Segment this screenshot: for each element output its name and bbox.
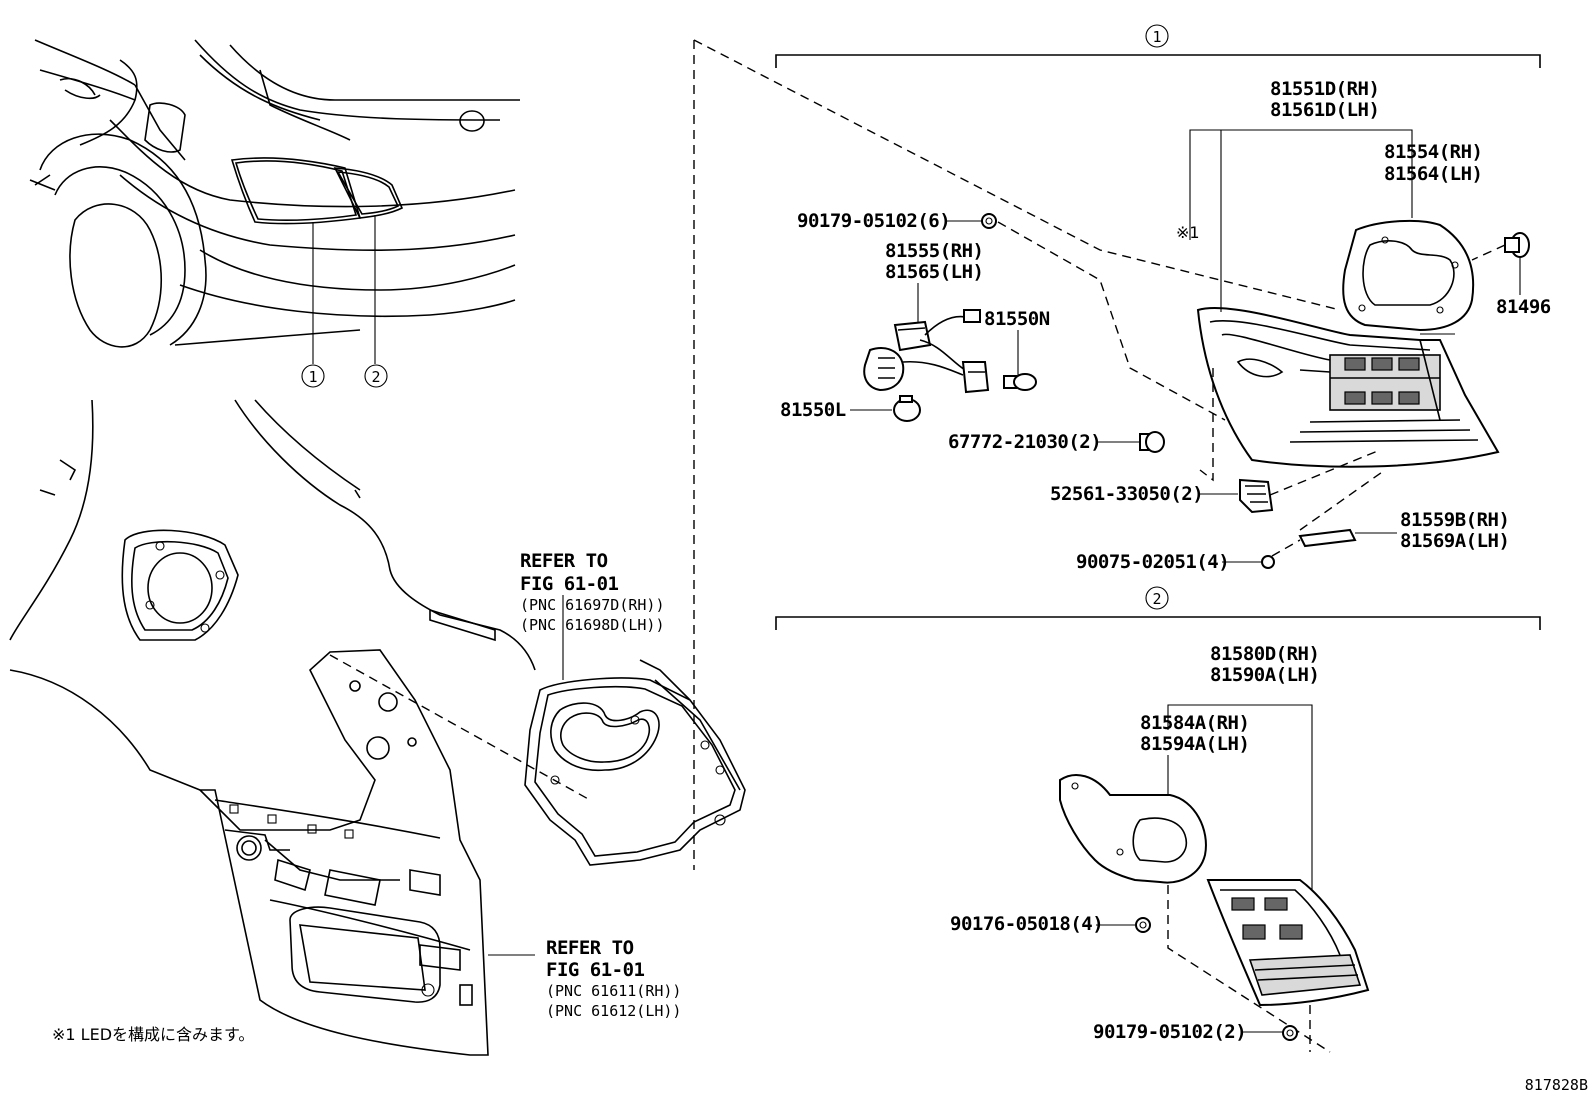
dashed-guide-3 xyxy=(329,654,591,801)
nut-81496-icon xyxy=(1471,232,1530,295)
label-lamp-rh: 81551D(RH) xyxy=(1270,78,1379,100)
svg-text:1: 1 xyxy=(308,368,317,386)
leader-inner-lamp xyxy=(1167,704,1313,900)
svg-text:(PNC 61612(LH)): (PNC 61612(LH)) xyxy=(546,1002,681,1020)
bracket-81559-icon xyxy=(1298,469,1397,548)
svg-text:1: 1 xyxy=(1152,28,1161,46)
inner-lamp-gasket xyxy=(1059,774,1207,884)
label-bracket-rh: 81559B(RH) xyxy=(1400,509,1509,531)
dashed-clip-to-lamp xyxy=(1269,449,1381,496)
label-bulb-81550n: 81550N xyxy=(984,308,1050,330)
label-nut-90176: 90176-05018(4) xyxy=(950,913,1103,935)
nut-90176-icon xyxy=(1096,917,1151,933)
label-inner-lamp-rh: 81580D(RH) xyxy=(1210,643,1319,665)
screw-90075-icon xyxy=(1222,539,1301,569)
label-socket-rh: 81555(RH) xyxy=(885,240,983,262)
label-nut-90179-6: 90179-05102(6) xyxy=(797,210,950,232)
svg-text:REFER TO: REFER TO xyxy=(546,937,634,959)
svg-text:FIG 61-01: FIG 61-01 xyxy=(520,573,619,595)
label-81496: 81496 xyxy=(1496,296,1551,318)
label-clip-67772: 67772-21030(2) xyxy=(948,431,1101,453)
label-inner-lamp-lh: 81590A(LH) xyxy=(1210,664,1319,686)
label-nut-90179-2: 90179-05102(2) xyxy=(1093,1021,1246,1043)
label-lamp-lh: 81561D(LH) xyxy=(1270,99,1379,121)
outer-tail-lamp xyxy=(1196,306,1500,468)
svg-text:2: 2 xyxy=(1152,590,1161,608)
svg-text:(PNC 61611(RH)): (PNC 61611(RH)) xyxy=(546,982,681,1000)
figure-id: 817828B xyxy=(1525,1076,1588,1094)
bulb-81550n-icon xyxy=(1003,330,1037,391)
refer-note-inner-panel: REFER TO FIG 61-01 (PNC 61697D(RH)) (PNC… xyxy=(520,550,665,634)
section-2-bracket: 2 xyxy=(775,586,1541,630)
bulb-81550l-icon xyxy=(850,395,921,422)
dashed-guide-1 xyxy=(693,39,1341,311)
refer-note-quarter-panel: REFER TO FIG 61-01 (PNC 61611(RH)) (PNC … xyxy=(546,937,681,1020)
quarter-panel-illustration xyxy=(9,399,536,1056)
svg-text:REFER TO: REFER TO xyxy=(520,550,608,572)
outer-lamp-gasket xyxy=(1342,219,1475,332)
label-bulb-81550l: 81550L xyxy=(780,399,846,421)
callout-1-car: 1 xyxy=(301,364,325,388)
label-socket-lh: 81565(LH) xyxy=(885,261,983,283)
callout-2-car: 2 xyxy=(364,364,388,388)
label-gasket-rh: 81554(RH) xyxy=(1384,141,1482,163)
label-screw-90075: 90075-02051(4) xyxy=(1076,551,1229,573)
nut-90179-2-icon xyxy=(1243,1025,1298,1041)
label-inner-gasket-lh: 81594A(LH) xyxy=(1140,733,1249,755)
quarter-inner-panel-illustration xyxy=(524,595,746,866)
clip-52561-icon xyxy=(1200,478,1274,514)
dashed-clip-guide xyxy=(1199,368,1214,482)
dashed-inner-guide-1 xyxy=(1167,885,1331,1053)
inner-tail-lamp xyxy=(1206,879,1370,1007)
label-bracket-lh: 81569A(LH) xyxy=(1400,530,1509,552)
nut-90179-icon xyxy=(946,213,997,229)
svg-text:(PNC 61697D(RH)): (PNC 61697D(RH)) xyxy=(520,596,665,614)
label-inner-gasket-rh: 81584A(RH) xyxy=(1140,712,1249,734)
led-footnote: ※1 LEDを構成に含みます。 xyxy=(52,1025,254,1044)
label-clip-52561: 52561-33050(2) xyxy=(1050,483,1203,505)
leader-lamp xyxy=(1189,129,1413,240)
clip-67772-icon xyxy=(1098,431,1165,453)
svg-text:FIG 61-01: FIG 61-01 xyxy=(546,959,645,981)
svg-text:2: 2 xyxy=(371,368,380,386)
svg-text:(PNC 61698D(LH)): (PNC 61698D(LH)) xyxy=(520,616,665,634)
car-rear-illustration xyxy=(29,39,520,364)
label-led-mark: ※1 xyxy=(1176,223,1200,242)
label-gasket-lh: 81564(LH) xyxy=(1384,163,1482,185)
socket-wire-harness xyxy=(863,309,990,394)
section-1-bracket: 1 xyxy=(775,24,1541,68)
